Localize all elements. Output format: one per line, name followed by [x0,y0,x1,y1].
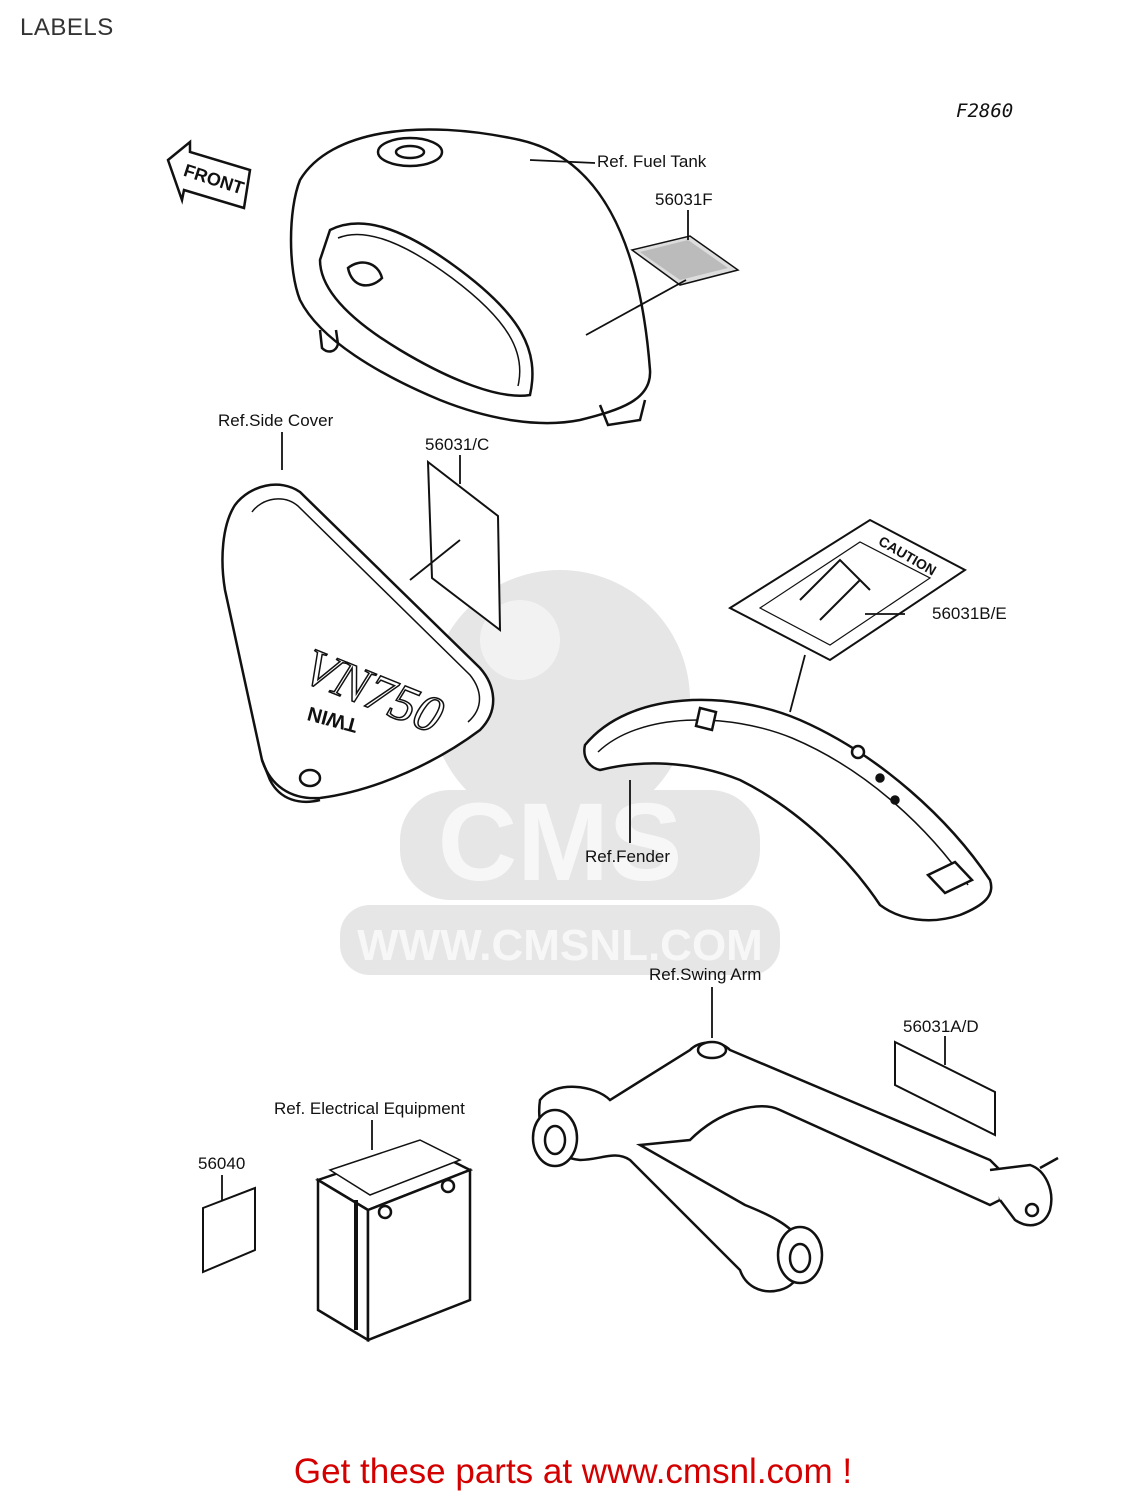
label-56031ad-drawing [894,1040,996,1137]
footer-promo-link[interactable]: Get these parts at www.cmsnl.com ! [293,1452,853,1491]
fender-label: Ref.Fender [585,847,671,866]
front-arrow-icon: FRONT [166,139,252,210]
label-56031f-drawing [630,235,740,286]
page-title: LABELS [20,14,114,41]
fuel-tank-label: Ref. Fuel Tank [597,152,707,171]
electrical-equipment-label: Ref. Electrical Equipment [274,1099,465,1118]
figure-code: F2860 [956,100,1014,122]
battery-drawing [315,1139,474,1343]
side-cover-label: Ref.Side Cover [218,411,334,430]
fender-drawing [583,698,993,922]
label-56031c: 56031/C [425,435,490,454]
caution-label-drawing: CAUTION [727,518,967,662]
swing-arm-label: Ref.Swing Arm [649,965,762,984]
label-56031f: 56031F [655,190,713,209]
label-56031c-drawing [426,459,502,633]
watermark-url: WWW.CMSNL.COM [357,921,763,970]
swing-arm-drawing [531,1040,1059,1293]
label-56031be: 56031B/E [932,604,1007,623]
fuel-tank-drawing [289,128,652,427]
label-56040-drawing [202,1186,256,1274]
leader-lines [221,159,946,1200]
label-56031ad: 56031A/D [903,1017,979,1036]
watermark-brand: CMS [438,781,682,904]
side-cover-drawing: VN750 TWIN [221,483,495,804]
label-56040: 56040 [198,1154,246,1173]
